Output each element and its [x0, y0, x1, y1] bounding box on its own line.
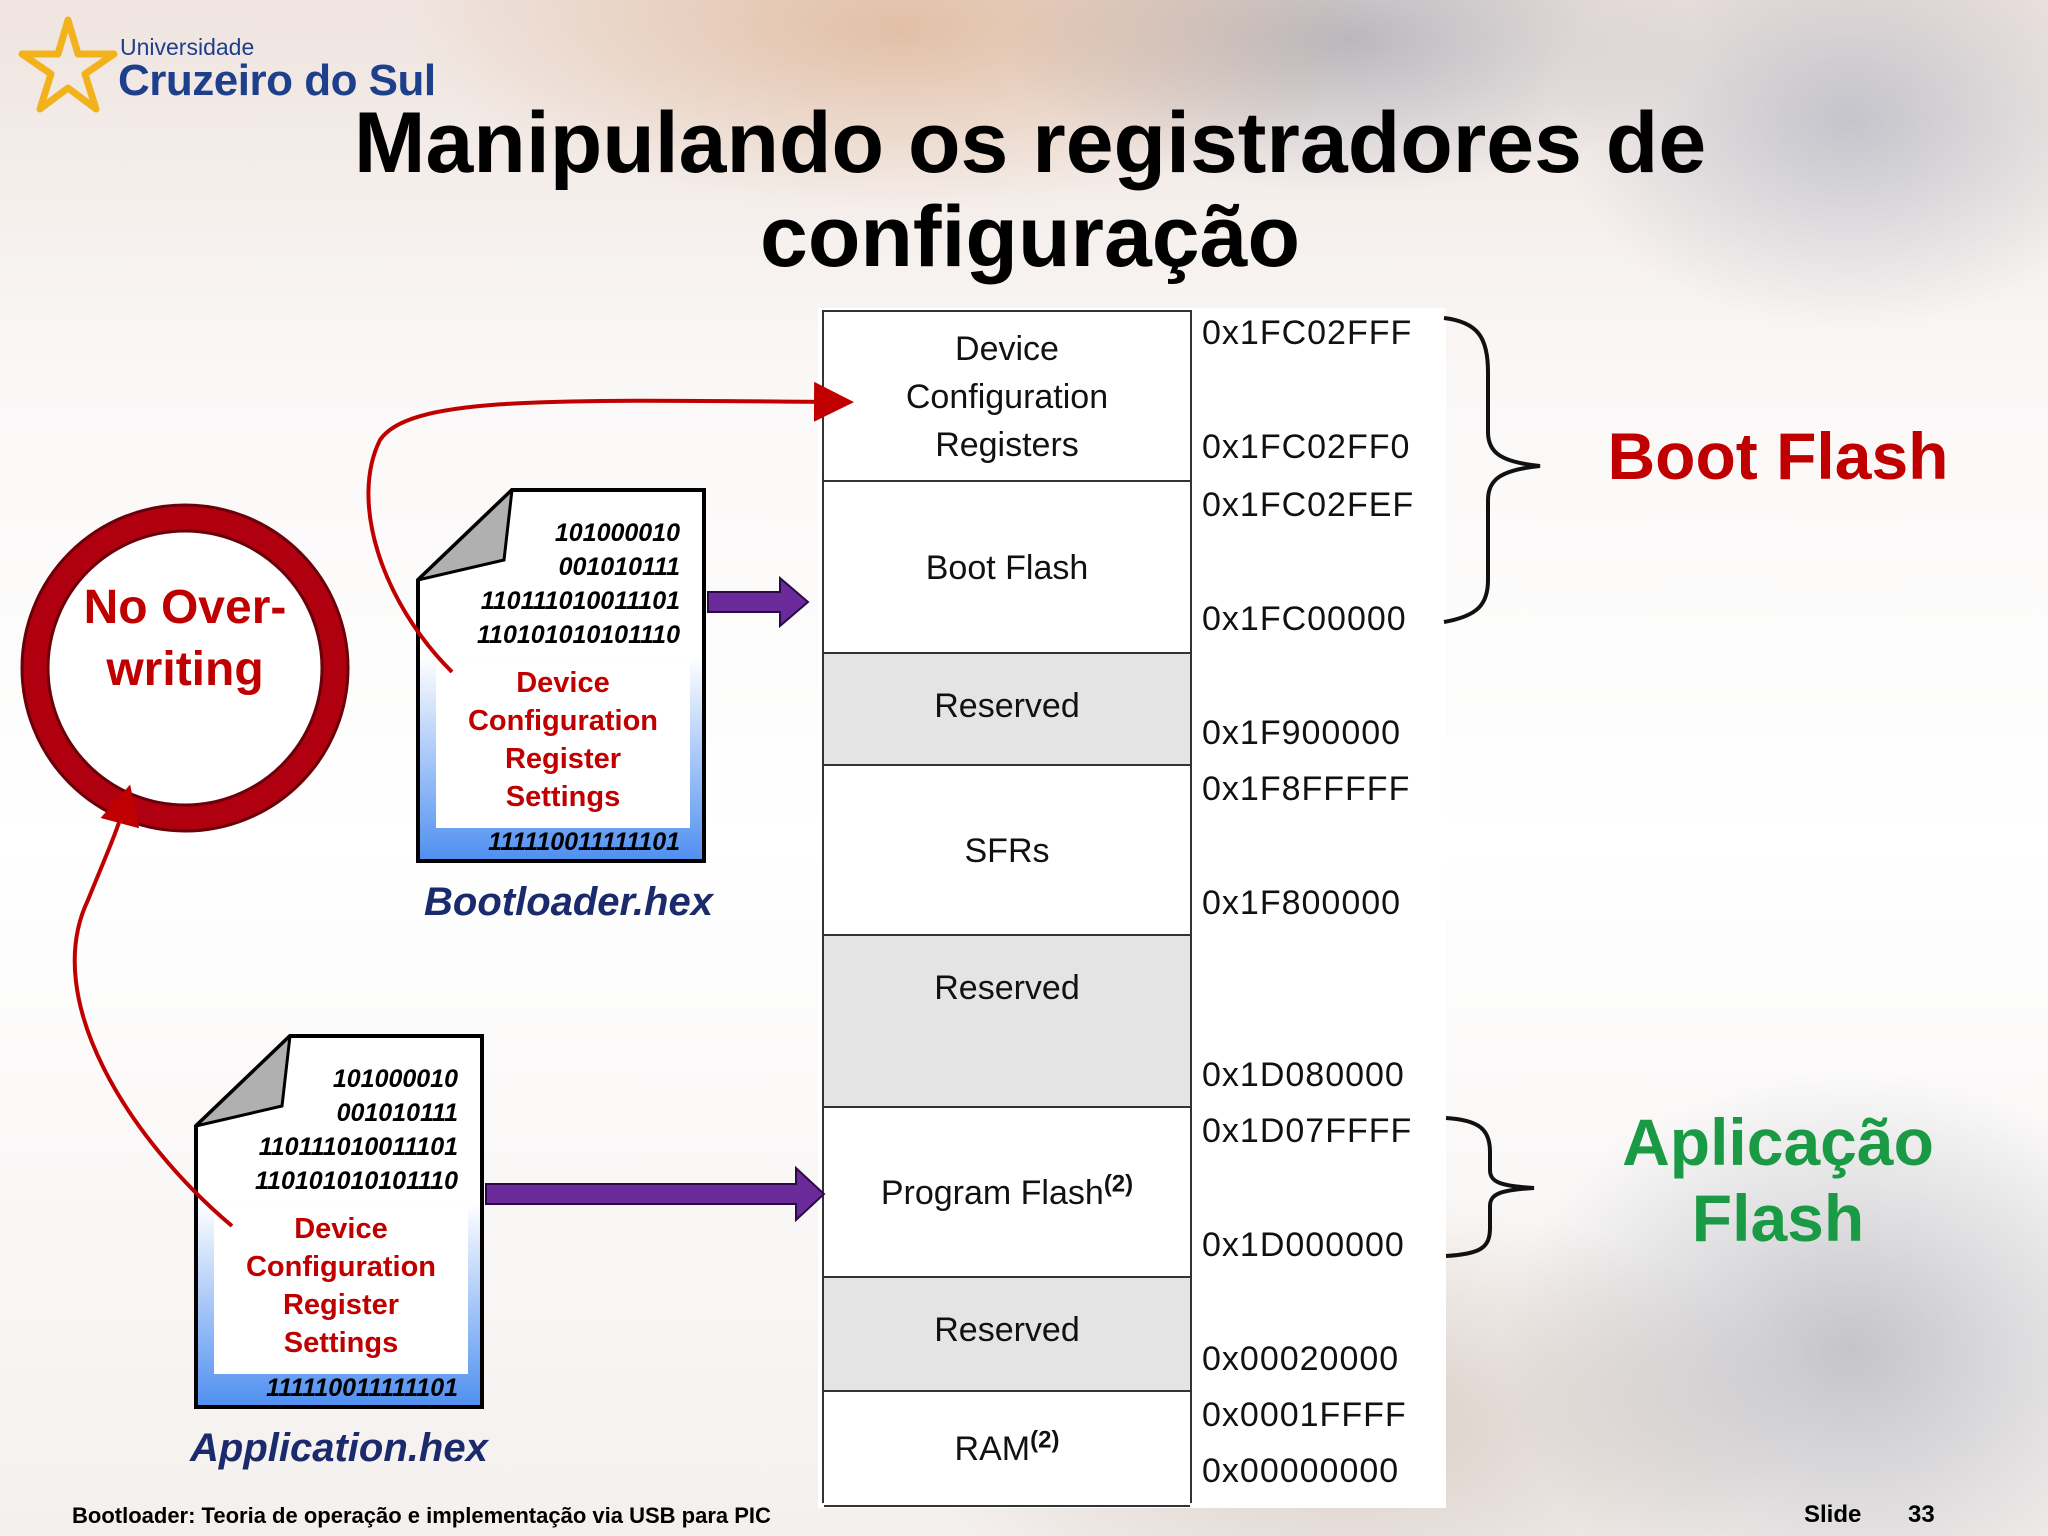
slide-title: Manipulando os registradores de configur… — [353, 95, 1707, 285]
slide-label: Slide — [1804, 1501, 1862, 1528]
config-line: Configuration — [245, 1251, 437, 1283]
config-line: Configuration — [467, 705, 659, 737]
block-footnote: (2) — [1103, 1170, 1134, 1198]
footer-text: Bootloader: Teoria de operação e impleme… — [72, 1503, 771, 1528]
no-overwriting-text: No Over- writing — [20, 577, 350, 701]
no-overwriting-badge: No Over- writing — [20, 503, 350, 833]
ring-icon — [20, 503, 350, 833]
block-label: Reserved — [934, 969, 1080, 1007]
no-overwriting-line2: writing — [106, 643, 264, 696]
binary-line: 001010111 — [336, 1099, 458, 1127]
block-footnote: (2) — [1030, 1426, 1060, 1454]
config-line: Device — [516, 667, 610, 699]
address-label: 0x1F8FFFFF — [1202, 770, 1411, 808]
app-settings-to-no-overwriting-arrow — [72, 784, 234, 1228]
application-region-line2: Flash — [1691, 1181, 1865, 1255]
binary-line: 110101010101110 — [477, 621, 680, 649]
binary-line: 110111010011101 — [258, 1133, 458, 1161]
binary-line: 110111010011101 — [480, 587, 680, 615]
binary-line: 110101010101110 — [255, 1167, 458, 1195]
address-label: 0x00000000 — [1202, 1452, 1400, 1490]
block-device-config-registers: Device Configuration Registers — [824, 310, 1190, 482]
application-flash-brace — [1445, 1116, 1535, 1258]
config-line: Register — [504, 743, 622, 775]
address-label: 0x1D000000 — [1202, 1226, 1405, 1264]
bootloader-config-settings-box: Device Configuration Register Settings — [436, 660, 690, 828]
address-label: 0x1F900000 — [1202, 714, 1402, 752]
block-ram: RAM(2) — [824, 1390, 1190, 1507]
binary-line: 001010111 — [558, 553, 680, 581]
address-label: 0x1FC02FEF — [1202, 486, 1415, 524]
block-reserved-1: Reserved — [824, 652, 1190, 764]
application-binary-lines: 101000010 001010111 110111010011101 1101… — [255, 1062, 458, 1198]
address-label: 0x1F800000 — [1202, 884, 1402, 922]
application-flash-region-label: Aplicação Flash — [1588, 1104, 1968, 1256]
block-label: SFRs — [964, 832, 1050, 870]
bootloader-hex-file: 101000010 001010111 110111010011101 1101… — [416, 488, 706, 863]
block-sfrs: SFRs — [824, 764, 1190, 936]
block-label-wrap: RAM(2) — [955, 1425, 1060, 1473]
star-logo-icon — [18, 16, 118, 113]
block-label-wrap: Program Flash(2) — [881, 1169, 1133, 1217]
block-reserved-2: Reserved — [824, 934, 1190, 1106]
binary-line: 101000010 — [554, 519, 680, 547]
block-boot-flash: Boot Flash — [824, 480, 1190, 654]
block-reserved-3: Reserved — [824, 1276, 1190, 1390]
block-label: Program Flash — [880, 1174, 1104, 1212]
address-label: 0x1FC02FFF — [1202, 314, 1413, 352]
config-line: Device — [294, 1213, 388, 1245]
block-label: Reserved — [934, 687, 1080, 725]
address-label: 0x1D07FFFF — [1202, 1112, 1413, 1150]
application-to-programflash-arrow — [485, 1165, 826, 1223]
config-line: Register — [282, 1289, 400, 1321]
application-config-settings-box: Device Configuration Register Settings — [214, 1206, 468, 1374]
university-logo: Universidade Cruzeiro do Sul — [18, 16, 438, 116]
application-region-line1: Aplicação — [1622, 1105, 1934, 1179]
no-overwriting-line1: No Over- — [83, 581, 287, 634]
block-label: RAM — [954, 1429, 1031, 1468]
memory-map: Device Configuration Registers Boot Flas… — [822, 310, 1192, 1507]
slide-number: 33 — [1908, 1501, 1935, 1528]
address-label: 0x00020000 — [1202, 1340, 1400, 1378]
config-line: Settings — [283, 1327, 399, 1359]
config-settings-to-registers-arrow — [366, 381, 854, 674]
application-hex-file: 101000010 001010111 110111010011101 1101… — [194, 1034, 484, 1409]
boot-flash-brace — [1443, 316, 1541, 624]
logo-name-text: Cruzeiro do Sul — [118, 56, 436, 105]
logo-university-text: Universidade — [120, 34, 255, 60]
block-label: Boot Flash — [925, 549, 1089, 587]
bootloader-to-bootflash-arrow — [707, 575, 810, 629]
boot-flash-region-label: Boot Flash — [1607, 419, 1949, 493]
block-label: Reserved — [934, 1311, 1080, 1349]
bootloader-last-line: 111110011111101 — [488, 828, 680, 856]
config-line: Settings — [505, 781, 621, 813]
binary-line: 101000010 — [332, 1065, 458, 1093]
bootloader-filename: Bootloader.hex — [424, 880, 713, 924]
address-label: 0x1FC02FF0 — [1202, 428, 1411, 466]
address-label: 0x0001FFFF — [1202, 1396, 1407, 1434]
address-label: 0x1D080000 — [1202, 1056, 1405, 1094]
block-program-flash: Program Flash(2) — [824, 1106, 1190, 1278]
block-label: Device Configuration Registers — [905, 330, 1109, 464]
bootloader-binary-lines: 101000010 001010111 110111010011101 1101… — [477, 516, 680, 652]
application-last-line: 111110011111101 — [266, 1374, 458, 1402]
application-filename: Application.hex — [190, 1426, 488, 1470]
address-label: 0x1FC00000 — [1202, 600, 1407, 638]
